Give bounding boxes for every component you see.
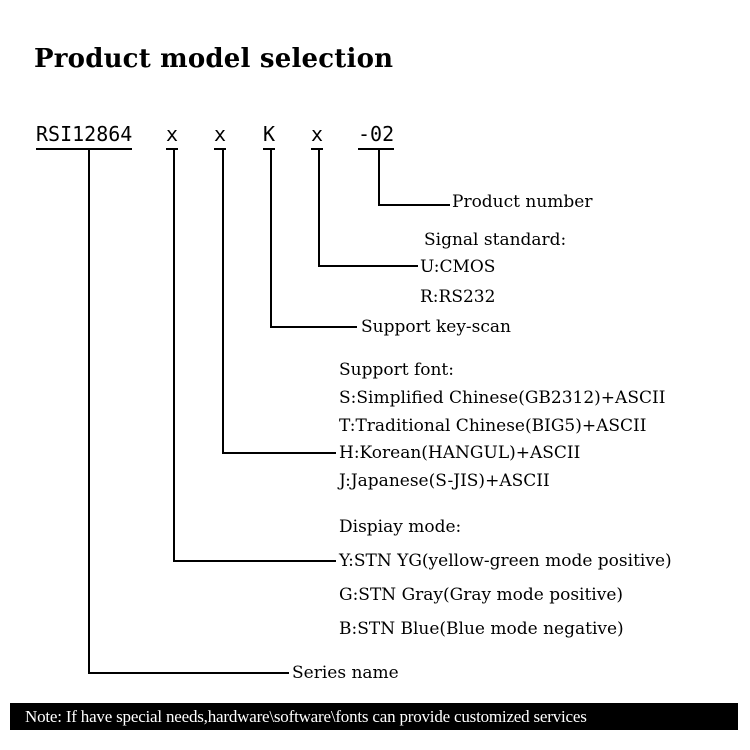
label-font-j: J:Japanese(S-JIS)+ASCII (339, 471, 550, 491)
code-font: x (214, 120, 227, 150)
connector-keyscan (270, 150, 357, 328)
label-product-number: Product number (452, 192, 593, 212)
connector-product-number (378, 150, 450, 206)
label-signal-r: R:RS232 (420, 287, 496, 307)
code-series: RSI12864 (36, 120, 133, 150)
code-signal: x (311, 120, 324, 150)
label-font-h: H:Korean(HANGUL)+ASCII (339, 443, 581, 463)
page-title: Product model selection (34, 44, 394, 74)
code-keyscan: K (263, 120, 276, 150)
label-display-b: B:STN Blue(Blue mode negative) (339, 619, 624, 639)
connector-series (88, 150, 289, 674)
code-number: -02 (358, 120, 395, 150)
connector-font (222, 150, 336, 454)
label-keyscan: Support key-scan (361, 317, 511, 337)
label-signal-u: U:CMOS (420, 257, 496, 277)
label-signal-heading: Signal standard: (424, 230, 567, 250)
connector-signal (318, 150, 418, 267)
label-font-t: T:Traditional Chinese(BIG5)+ASCII (339, 416, 647, 436)
label-display-heading: Dispiay mode: (339, 517, 462, 537)
label-series: Series name (292, 663, 399, 683)
label-display-g: G:STN Gray(Gray mode positive) (339, 585, 624, 605)
label-display-y: Y:STN YG(yellow-green mode positive) (339, 551, 672, 571)
note-banner: Note: If have special needs,hardware\sof… (10, 703, 738, 730)
code-display-mode: x (166, 120, 179, 150)
label-font-heading: Support font: (339, 360, 454, 380)
label-font-s: S:Simplified Chinese(GB2312)+ASCII (339, 388, 666, 408)
connector-display (173, 150, 336, 562)
